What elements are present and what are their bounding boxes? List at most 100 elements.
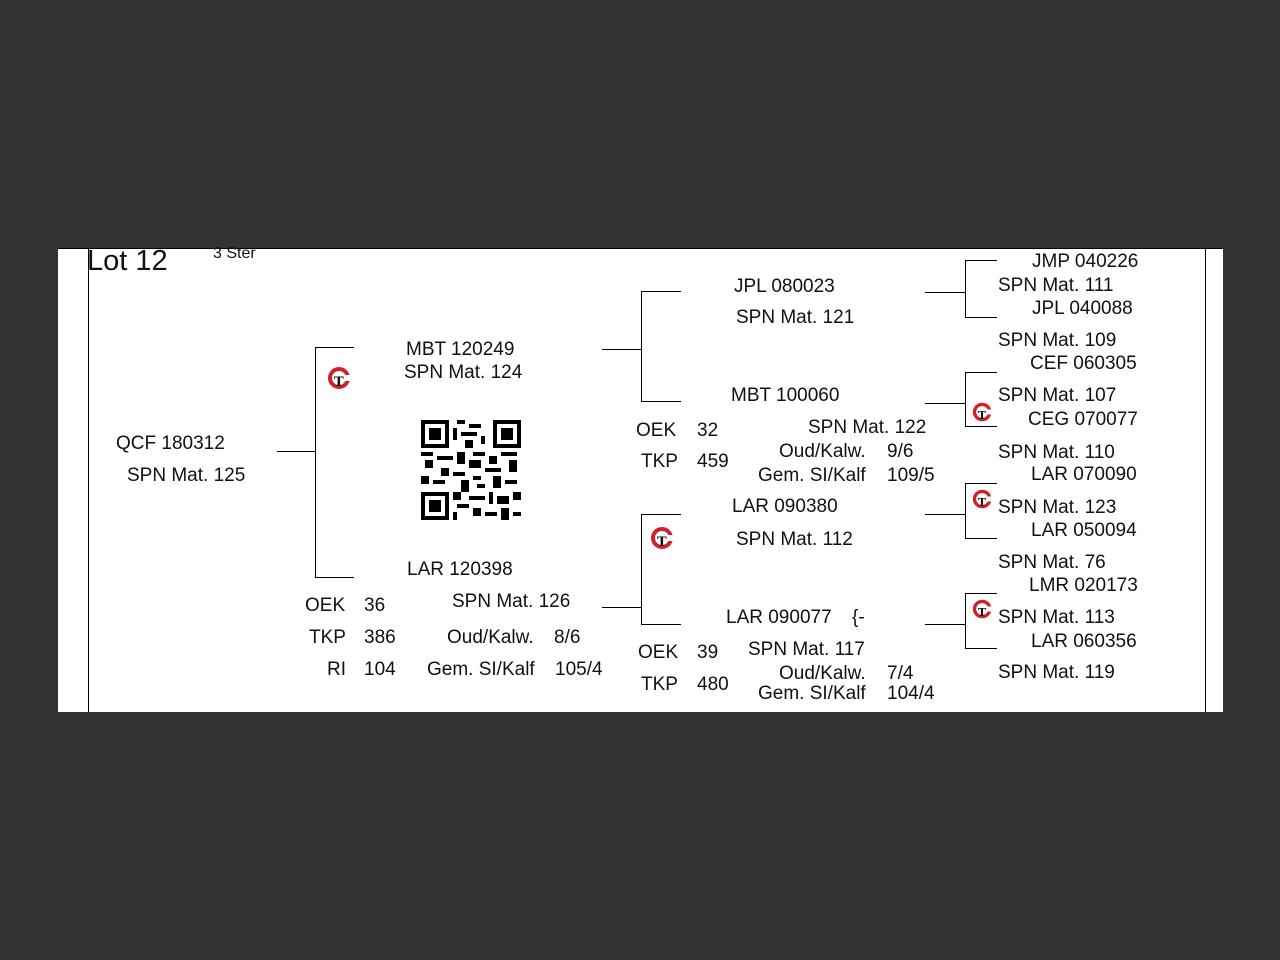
gt-logo-icon: T xyxy=(328,367,350,390)
dam-sire-mat: SPN Mat. 112 xyxy=(736,529,853,550)
dam-oek-label: OEK xyxy=(305,595,346,616)
dam-dam-gem-value: 104/4 xyxy=(887,683,935,704)
sire-dam-gem-value: 109/5 xyxy=(887,465,935,486)
gt-logo-icon: T xyxy=(651,527,673,550)
connector-line xyxy=(925,624,965,625)
gg-1-mat: SPN Mat. 111 xyxy=(998,275,1114,296)
dam-dam-oek-label: OEK xyxy=(638,642,679,663)
sire-dam-oek-label: OEK xyxy=(636,420,677,441)
sire-mat: SPN Mat. 124 xyxy=(404,362,523,383)
connector-line xyxy=(277,451,315,452)
svg-text:T: T xyxy=(334,375,344,390)
sire-dam-tkp-value: 459 xyxy=(697,451,729,472)
dam-dam-mark: {- xyxy=(852,607,865,628)
connector-line xyxy=(925,403,965,404)
gg-7-mat: SPN Mat. 113 xyxy=(998,607,1115,628)
sire-dam-gem-label: Gem. SI/Kalf xyxy=(758,465,866,486)
gt-logo-icon: T xyxy=(972,402,992,422)
sheet-top-border xyxy=(58,248,1223,249)
dam-oud-value: 8/6 xyxy=(554,627,581,648)
sire-sire-id: JPL 080023 xyxy=(734,276,835,297)
dam-dam-mat: SPN Mat. 117 xyxy=(748,639,865,660)
connector-line xyxy=(925,514,965,515)
sire-dam-tkp-label: TKP xyxy=(641,451,678,472)
connector-line xyxy=(315,577,354,578)
gg-5-id: LAR 070090 xyxy=(1031,464,1137,485)
gg-4-id: CEG 070077 xyxy=(1028,409,1138,430)
connector-line xyxy=(315,347,354,348)
dam-gem-value: 105/4 xyxy=(555,659,603,680)
dam-tkp-value: 386 xyxy=(364,627,396,648)
dam-dam-oud-value: 7/4 xyxy=(887,663,914,684)
sire-dam-mat: SPN Mat. 122 xyxy=(808,417,927,438)
dam-tkp-label: TKP xyxy=(309,627,346,648)
connector-line xyxy=(965,372,997,373)
gg-6-id: LAR 050094 xyxy=(1031,520,1137,541)
sire-dam-oek-value: 32 xyxy=(697,420,719,441)
connector-line xyxy=(315,347,316,577)
dam-dam-oek-value: 39 xyxy=(697,642,719,663)
connector-line xyxy=(965,372,966,426)
gt-logo-icon: T xyxy=(972,599,992,619)
dam-dam-tkp-value: 480 xyxy=(697,674,729,695)
connector-line xyxy=(602,349,641,350)
dam-oek-value: 36 xyxy=(364,595,386,616)
gg-7-id: LMR 020173 xyxy=(1029,575,1138,596)
dam-ri-value: 104 xyxy=(364,659,396,680)
connector-line xyxy=(965,317,997,318)
gg-8-mat: SPN Mat. 119 xyxy=(998,662,1115,683)
connector-line xyxy=(925,292,965,293)
connector-line xyxy=(641,291,681,292)
pedigree-sheet: Lot 12 3 Ster QCF 180312 SPN Mat. 125 T … xyxy=(58,245,1223,712)
sire-dam-oud-label: Oud/Kalw. xyxy=(779,441,866,462)
dam-id: LAR 120398 xyxy=(407,559,513,580)
connector-line xyxy=(641,514,642,624)
dam-ri-label: RI xyxy=(327,659,346,680)
lot-title: Lot 12 xyxy=(87,245,168,277)
dam-dam-oud-label: Oud/Kalw. xyxy=(779,663,866,684)
dam-mat: SPN Mat. 126 xyxy=(452,591,571,612)
connector-line xyxy=(965,483,997,484)
connector-line xyxy=(965,648,997,649)
svg-text:T: T xyxy=(978,606,987,619)
sheet-left-border xyxy=(88,248,89,712)
sheet-right-border xyxy=(1205,248,1206,712)
dam-dam-gem-label: Gem. SI/Kalf xyxy=(758,683,866,704)
connector-line xyxy=(965,538,997,539)
animal-mat: SPN Mat. 125 xyxy=(127,465,246,486)
gg-3-id: CEF 060305 xyxy=(1030,353,1137,374)
gg-6-mat: SPN Mat. 76 xyxy=(998,552,1106,573)
dam-dam-tkp-label: TKP xyxy=(641,674,678,695)
connector-line xyxy=(602,607,641,608)
connector-line xyxy=(965,260,966,317)
svg-text:T: T xyxy=(978,496,987,509)
dam-oud-label: Oud/Kalw. xyxy=(447,627,534,648)
svg-text:T: T xyxy=(657,535,667,550)
connector-line xyxy=(965,260,997,261)
svg-text:T: T xyxy=(978,409,987,422)
gg-8-id: LAR 060356 xyxy=(1031,631,1137,652)
gg-1-id: JMP 040226 xyxy=(1032,251,1139,272)
connector-line xyxy=(965,483,966,538)
connector-line xyxy=(965,593,966,648)
sire-sire-mat: SPN Mat. 121 xyxy=(736,307,855,328)
animal-id: QCF 180312 xyxy=(116,433,225,454)
gg-5-mat: SPN Mat. 123 xyxy=(998,497,1117,518)
connector-line xyxy=(641,624,681,625)
gg-2-id: JPL 040088 xyxy=(1032,298,1133,319)
sire-dam-id: MBT 100060 xyxy=(731,385,840,406)
connector-line xyxy=(641,514,681,515)
dam-gem-label: Gem. SI/Kalf xyxy=(427,659,535,680)
sire-id: MBT 120249 xyxy=(406,339,515,360)
connector-line xyxy=(965,593,997,594)
dam-sire-id: LAR 090380 xyxy=(732,496,838,517)
gg-4-mat: SPN Mat. 110 xyxy=(998,442,1115,463)
gg-3-mat: SPN Mat. 107 xyxy=(998,385,1117,406)
gt-logo-icon: T xyxy=(972,489,992,509)
dam-dam-id: LAR 090077 xyxy=(726,607,832,628)
connector-line xyxy=(641,401,681,402)
connector-line xyxy=(965,426,997,427)
connector-line xyxy=(641,291,642,401)
qr-code-icon xyxy=(421,420,521,520)
gg-2-mat: SPN Mat. 109 xyxy=(998,330,1117,351)
